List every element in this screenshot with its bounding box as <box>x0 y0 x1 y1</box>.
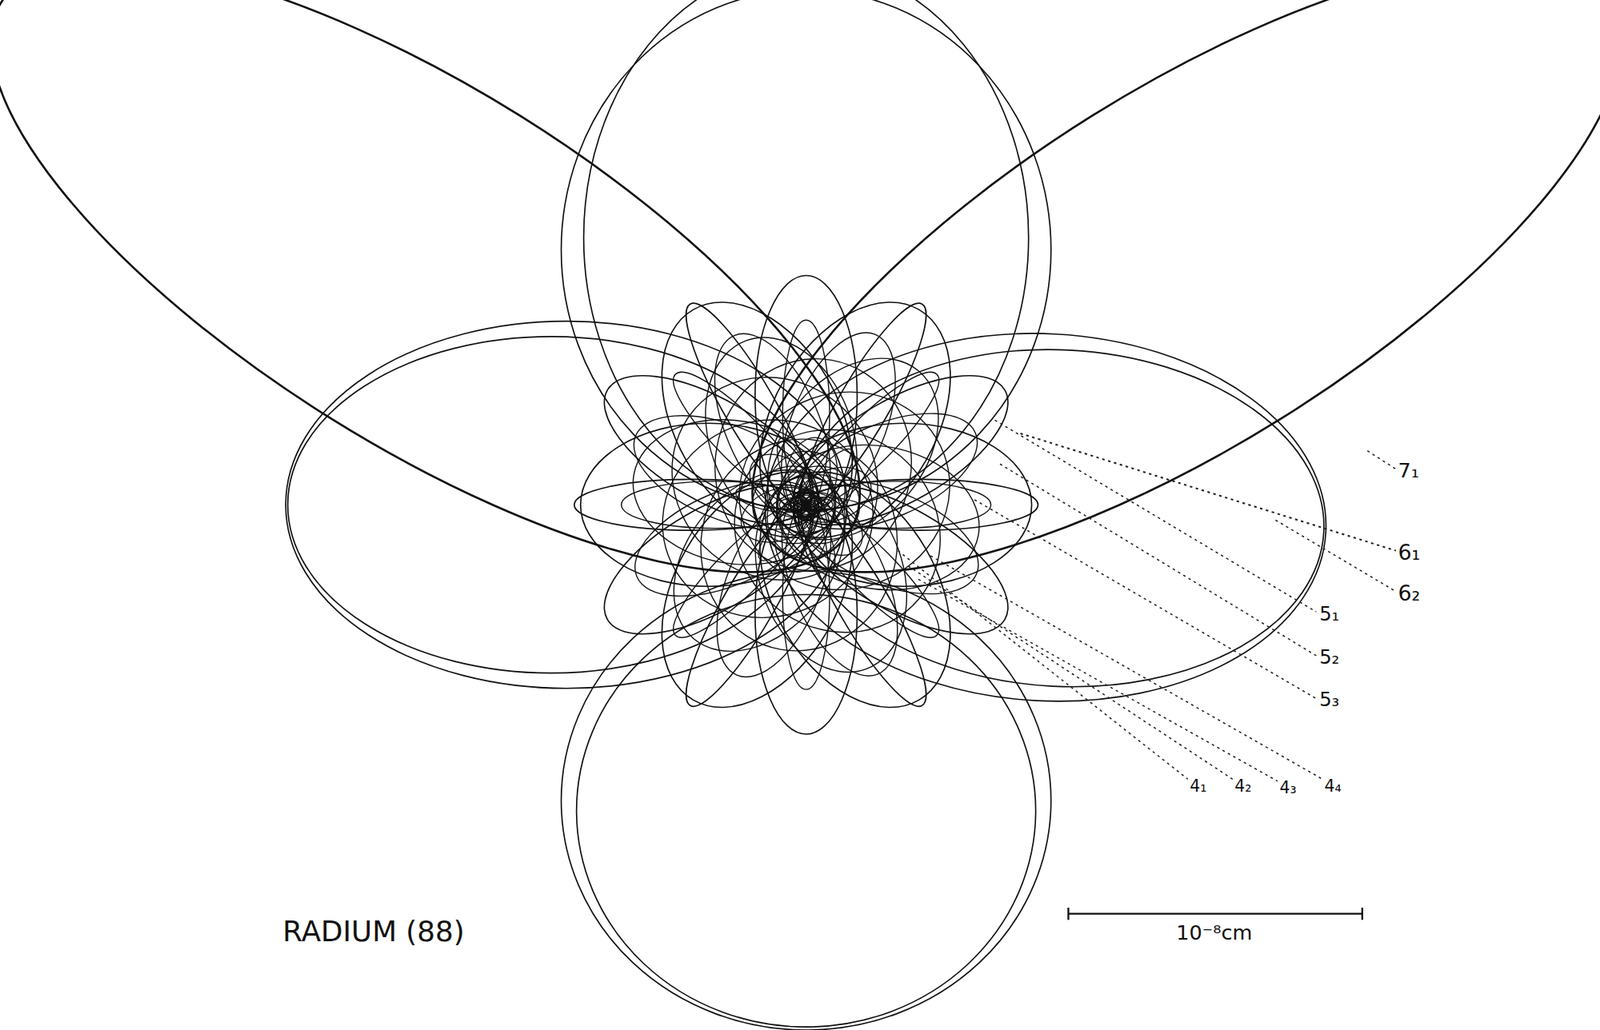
orbit-label: 7₁ <box>1397 459 1419 482</box>
leader-line <box>897 551 1188 780</box>
orbit-label: 4₄ <box>1324 777 1342 796</box>
orbit-label: 4₁ <box>1189 777 1207 796</box>
orbit-6 <box>561 571 1052 1030</box>
leader-group <box>897 420 1396 781</box>
orbit-5 <box>668 489 830 719</box>
leader-line <box>1275 520 1396 592</box>
scale-tick <box>1067 908 1069 920</box>
orbit-5 <box>782 489 944 719</box>
orbit-6 <box>285 321 848 689</box>
orbit-5 <box>755 275 858 516</box>
orbit-5 <box>803 479 1038 531</box>
orbit-6 <box>584 0 1029 512</box>
orbit-6 <box>576 594 1036 1028</box>
orbit-5 <box>622 268 892 572</box>
orbit-6 <box>288 336 815 674</box>
orbit-5 <box>755 493 858 735</box>
orbit-5 <box>720 268 990 572</box>
orbit-7 <box>0 0 944 684</box>
orbit-label: 5₂ <box>1319 647 1340 669</box>
orbit-label: 4₃ <box>1279 779 1296 797</box>
orbit-label: 4₂ <box>1234 777 1252 796</box>
orbit-4 <box>630 335 920 622</box>
orbit-4 <box>684 424 914 668</box>
orbit-label: 5₁ <box>1319 604 1340 626</box>
orbit-6 <box>788 336 1332 701</box>
leader-line <box>1367 451 1396 470</box>
orbit-6 <box>756 319 1336 716</box>
orbit-6 <box>561 0 1052 511</box>
scale-bar <box>1068 908 1362 920</box>
orbit-4 <box>698 343 928 587</box>
leader-line <box>974 500 1316 700</box>
orbit-label: 6₁ <box>1397 540 1420 564</box>
scale-tick <box>1361 908 1364 920</box>
leader-line <box>918 579 1278 781</box>
orbit-7 <box>668 0 1600 684</box>
orbit-label: 6₂ <box>1397 581 1420 605</box>
scale-line <box>1068 912 1362 915</box>
leader-line <box>995 420 1317 612</box>
diagram-title: RADIUM (88) <box>282 916 464 948</box>
scale-label: 10⁻⁸cm <box>1176 921 1252 944</box>
leader-line <box>908 566 1233 780</box>
leader-line <box>930 556 1323 780</box>
orbit-label: 5₃ <box>1319 689 1340 712</box>
orbit-5 <box>574 479 809 531</box>
orbit-5 <box>782 291 944 520</box>
leader-line <box>1000 464 1316 656</box>
orbit-4 <box>711 362 978 620</box>
orbit-5 <box>668 291 830 520</box>
leader-line <box>1020 433 1396 552</box>
